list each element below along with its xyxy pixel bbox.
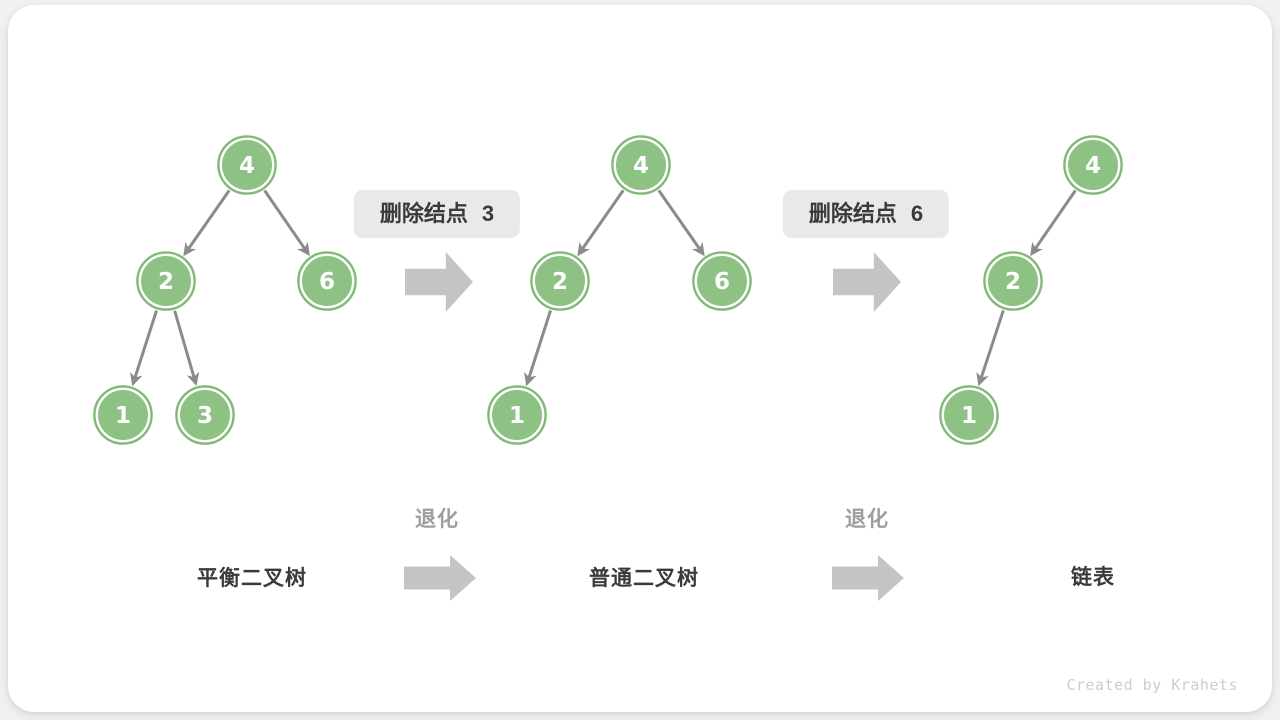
tree-linked-list: 4 2 1 [939,135,1123,445]
tree-edge-arrow [173,310,200,386]
tree-node-2: 2 [530,251,590,311]
tree-edge-arrow [524,310,552,387]
tree-edge-arrow [130,310,158,387]
tree-node-value: 1 [961,403,977,429]
tree-edge-arrow [976,309,1005,387]
tree-node-value: 4 [239,153,255,179]
tree-edge-arrow [1030,189,1077,257]
tree-node-4: 4 [1063,135,1123,195]
caption-balanced-binary-tree: 平衡二叉树 [197,567,307,590]
caption-ordinary-binary-tree: 普通二叉树 [589,567,699,590]
caption-linked-list: 链表 [1071,566,1115,589]
badge-delete-node-6: 删除结点 6 [782,190,950,238]
tree-node-value: 1 [115,403,131,429]
tree-node-1: 1 [939,385,999,445]
tree-ordinary-binary: 4 2 6 1 [487,135,752,445]
tree-node-value: 3 [197,403,213,429]
tree-edge-arrow [183,189,231,257]
tree-node-value: 6 [714,269,730,295]
tree-node-2: 2 [136,251,196,311]
tree-node-value: 1 [509,403,525,429]
tree-node-6: 6 [297,251,357,311]
tree-edge-arrow [577,189,625,257]
tree-node-value: 2 [1005,269,1021,295]
tree-node-2: 2 [983,251,1043,311]
tree-edge-arrow [657,189,705,257]
diagram-card [8,5,1272,712]
tree-node-value: 6 [319,269,335,295]
tree-node-value: 4 [1085,153,1101,179]
tree-node-value: 2 [552,269,568,295]
tree-node-value: 2 [158,269,174,295]
tree-node-3: 3 [175,385,235,445]
tree-node-4: 4 [611,135,671,195]
badge-delete-node-3: 删除结点 3 [353,190,521,238]
watermark: Created by Krahets [1066,676,1238,694]
degrade-label: 退化 [415,508,459,531]
tree-node-1: 1 [93,385,153,445]
tree-node-1: 1 [487,385,547,445]
tree-balanced-binary: 4 2 6 1 3 [93,135,357,445]
tree-edge-arrow [263,189,310,257]
tree-node-4: 4 [217,135,277,195]
degrade-label: 退化 [845,508,889,531]
tree-node-6: 6 [692,251,752,311]
tree-node-value: 4 [633,153,649,179]
